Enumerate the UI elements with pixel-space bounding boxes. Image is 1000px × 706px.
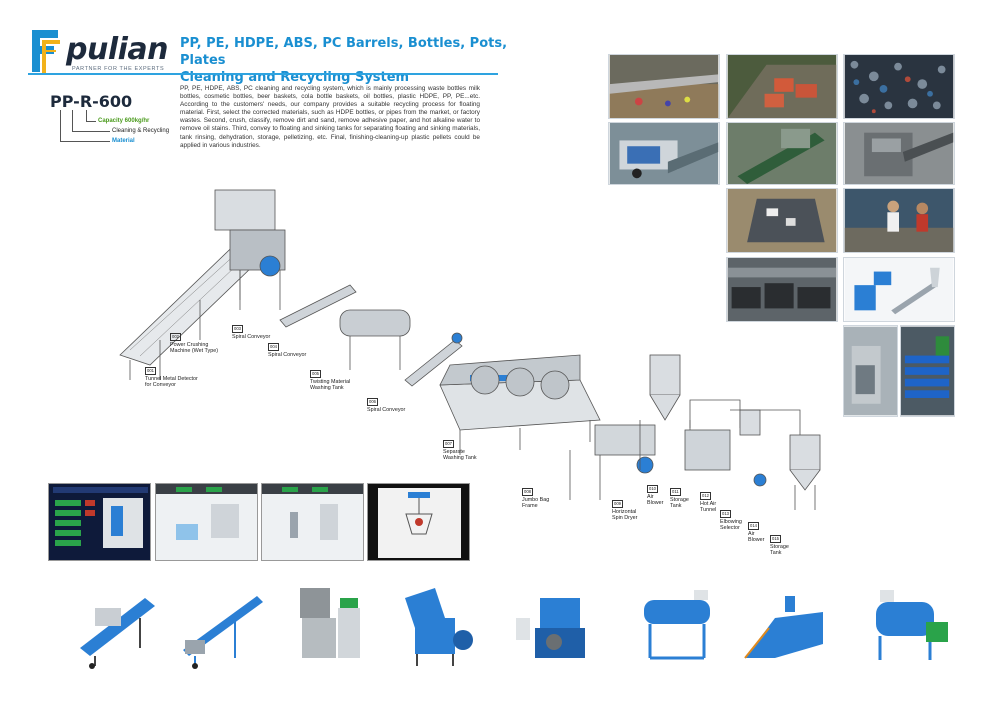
control-screen-2 — [155, 483, 258, 561]
photo-factory-installation — [843, 325, 898, 417]
process-line-illustration — [119, 189, 821, 510]
model-code: PP-R-600 — [50, 92, 133, 111]
machine-image-heavy-crusher — [510, 578, 605, 670]
photo-crates-on-belt — [726, 54, 838, 119]
title-line-2: Cleaning and Recycling System — [180, 70, 410, 85]
machine-image-wet-crusher — [290, 578, 385, 670]
pulian-logo-icon — [32, 30, 60, 74]
control-screen-3 — [261, 483, 364, 561]
brand-tagline: PARTNER FOR THE EXPERTS — [72, 66, 165, 72]
spec-capacity: Capacity 600kg/hr — [98, 118, 150, 124]
spec-function: Cleaning & Recycling — [112, 128, 170, 134]
machine-image-washing-tank — [630, 578, 725, 670]
brand-logo: pulian PARTNER FOR THE EXPERTS — [28, 24, 178, 80]
machine-image-dewatering-machine — [860, 578, 955, 670]
machine-image-crusher-blue — [395, 578, 490, 670]
photo-plastic-flakes — [843, 54, 955, 119]
description-text: PP, PE, HDPE, ABS, PC cleaning and recyc… — [180, 85, 480, 149]
control-screen-4 — [367, 483, 470, 561]
machine-image-metal-detector-conveyor — [70, 578, 165, 670]
photo-green-conveyor — [726, 122, 838, 185]
photo-blue-pallets — [900, 325, 955, 417]
page-title: PP, PE, HDPE, ABS, PC Barrels, Bottles, … — [180, 35, 510, 86]
control-screen-1 — [48, 483, 151, 561]
model-bracket — [60, 110, 61, 142]
photo-bottles-hopper — [726, 188, 838, 253]
title-line-1: PP, PE, HDPE, ABS, PC Barrels, Bottles, … — [180, 36, 508, 68]
photo-workers-sorting — [843, 188, 955, 253]
title-divider — [28, 73, 498, 75]
photo-pulian-machine-setup — [843, 257, 955, 322]
spec-material: Material — [112, 138, 135, 144]
machine-image-screw-conveyor — [175, 578, 270, 670]
photo-plastic-waste-conveyor — [608, 54, 720, 119]
photo-crusher-machine — [843, 122, 955, 185]
machine-image-friction-washer — [735, 578, 830, 670]
photo-baskets-pile — [726, 257, 838, 322]
photo-metal-detector — [608, 122, 720, 185]
brand-name: pulian — [66, 32, 169, 67]
